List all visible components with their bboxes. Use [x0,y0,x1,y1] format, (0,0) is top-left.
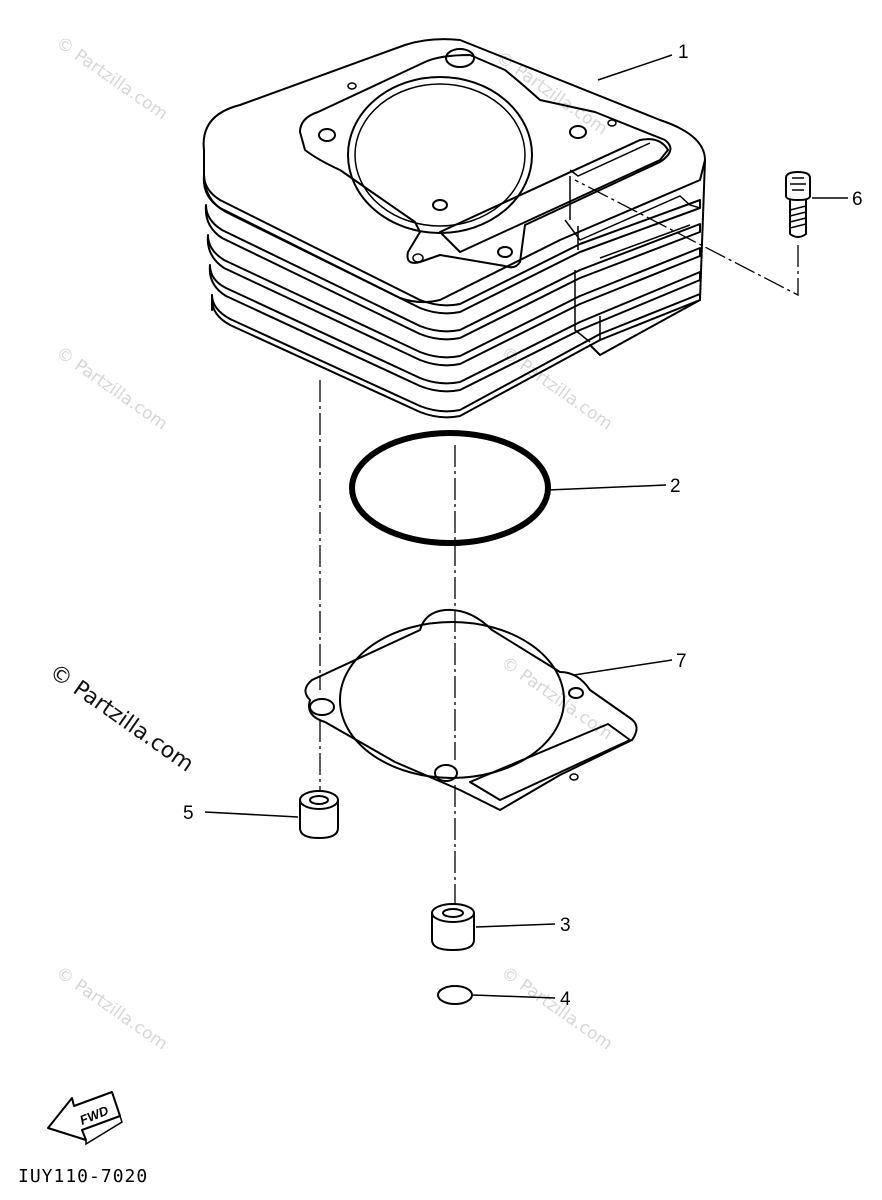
dowel-pin-3-body [431,912,475,951]
cylinder-fin-4 [208,264,701,393]
cylinder-chain-tunnel-wall [564,195,701,259]
callout-2: 2 [670,476,681,497]
o-ring-part[interactable] [349,430,551,546]
dowel-pin-3-part[interactable] [431,903,475,951]
dowel-pin-5-top [299,790,339,810]
cylinder-gasket-face [299,54,672,269]
bolt-socket [790,177,806,191]
bolt-head [785,171,811,201]
cylinder-left-wall [203,149,213,311]
leader-5 [204,811,299,818]
cylinder-fin-2 [204,204,701,341]
gasket-dowel-hole-left [309,698,335,716]
forward-arrow-shape [47,1091,121,1141]
small-o-ring [437,985,473,1005]
cylinder-fin-3 [206,234,701,367]
watermark-group: © Partzilla.com © Partzilla.com © Partzi… [45,33,617,1055]
bolt-part[interactable] [785,171,811,238]
cylinder-bolt-hole-1 [445,48,475,68]
cylinder-small-hole-3 [607,119,617,127]
gasket-bolt-hole-front [568,687,584,699]
cylinder-bolt-hole-5 [497,246,513,258]
gasket-chain-window [469,723,631,801]
cylinder-right-wall-detail [574,270,601,343]
dowel-pin-3-bore [442,908,464,918]
watermark-5: © Partzilla.com [497,653,616,745]
callout-numbers: 1 2 3 4 5 6 7 [183,42,863,1010]
dowel-pin-5-bore [309,795,329,805]
forward-label: FWD [78,1103,112,1128]
callout-5: 5 [183,803,194,824]
watermark-3: © Partzilla.com [52,343,171,435]
leader-3 [475,923,556,928]
assembly-line-bolt [574,179,799,297]
diagram-code: IUY110-7020 [18,1166,148,1187]
o-ring-outer [349,430,551,546]
cylinder-right-wall [589,159,706,356]
forward-arrow-depth [85,1115,123,1146]
bolt-shank [789,199,807,238]
watermark-prominent: © Partzilla.com [45,659,198,777]
callout-3: 3 [560,915,571,936]
cylinder-part[interactable] [202,38,706,419]
base-gasket-outline [304,608,638,811]
callout-1: 1 [678,42,689,63]
cylinder-small-hole-1 [412,253,424,263]
assembly-lines [319,179,799,905]
cylinder-chain-tunnel [439,138,669,253]
leader-7 [573,659,673,676]
dowel-pin-3-top [431,903,475,923]
watermark-1: © Partzilla.com [52,33,171,125]
watermark-6: © Partzilla.com [52,963,171,1055]
gasket-dowel-hole-right [434,764,458,782]
callout-6: 6 [852,189,863,210]
bolt-threads [789,205,807,229]
watermark-7: © Partzilla.com [497,963,616,1055]
gasket-small-hole [569,773,579,781]
cylinder-chain-tunnel-slot [569,142,651,220]
callout-7: 7 [676,651,687,672]
cylinder-bolt-hole-2 [318,128,336,142]
dowel-pin-5-part[interactable] [299,790,339,839]
small-o-ring-part[interactable] [437,985,473,1005]
leader-1 [597,54,673,81]
leader-2 [547,484,667,491]
callout-4: 4 [560,989,571,1010]
base-gasket-part[interactable] [304,608,638,811]
forward-arrow-icon: FWD [47,1091,123,1146]
base-gasket-bore [339,621,565,779]
leader-4 [472,994,556,999]
cylinder-top-deck [202,38,706,304]
cylinder-bolt-hole-4 [432,199,448,211]
dowel-pin-5-body [299,799,339,839]
cylinder-small-hole-2 [347,82,357,90]
cylinder-bolt-hole-3 [569,125,587,139]
cylinder-bore-inner [354,83,526,227]
leader-lines [204,54,848,999]
